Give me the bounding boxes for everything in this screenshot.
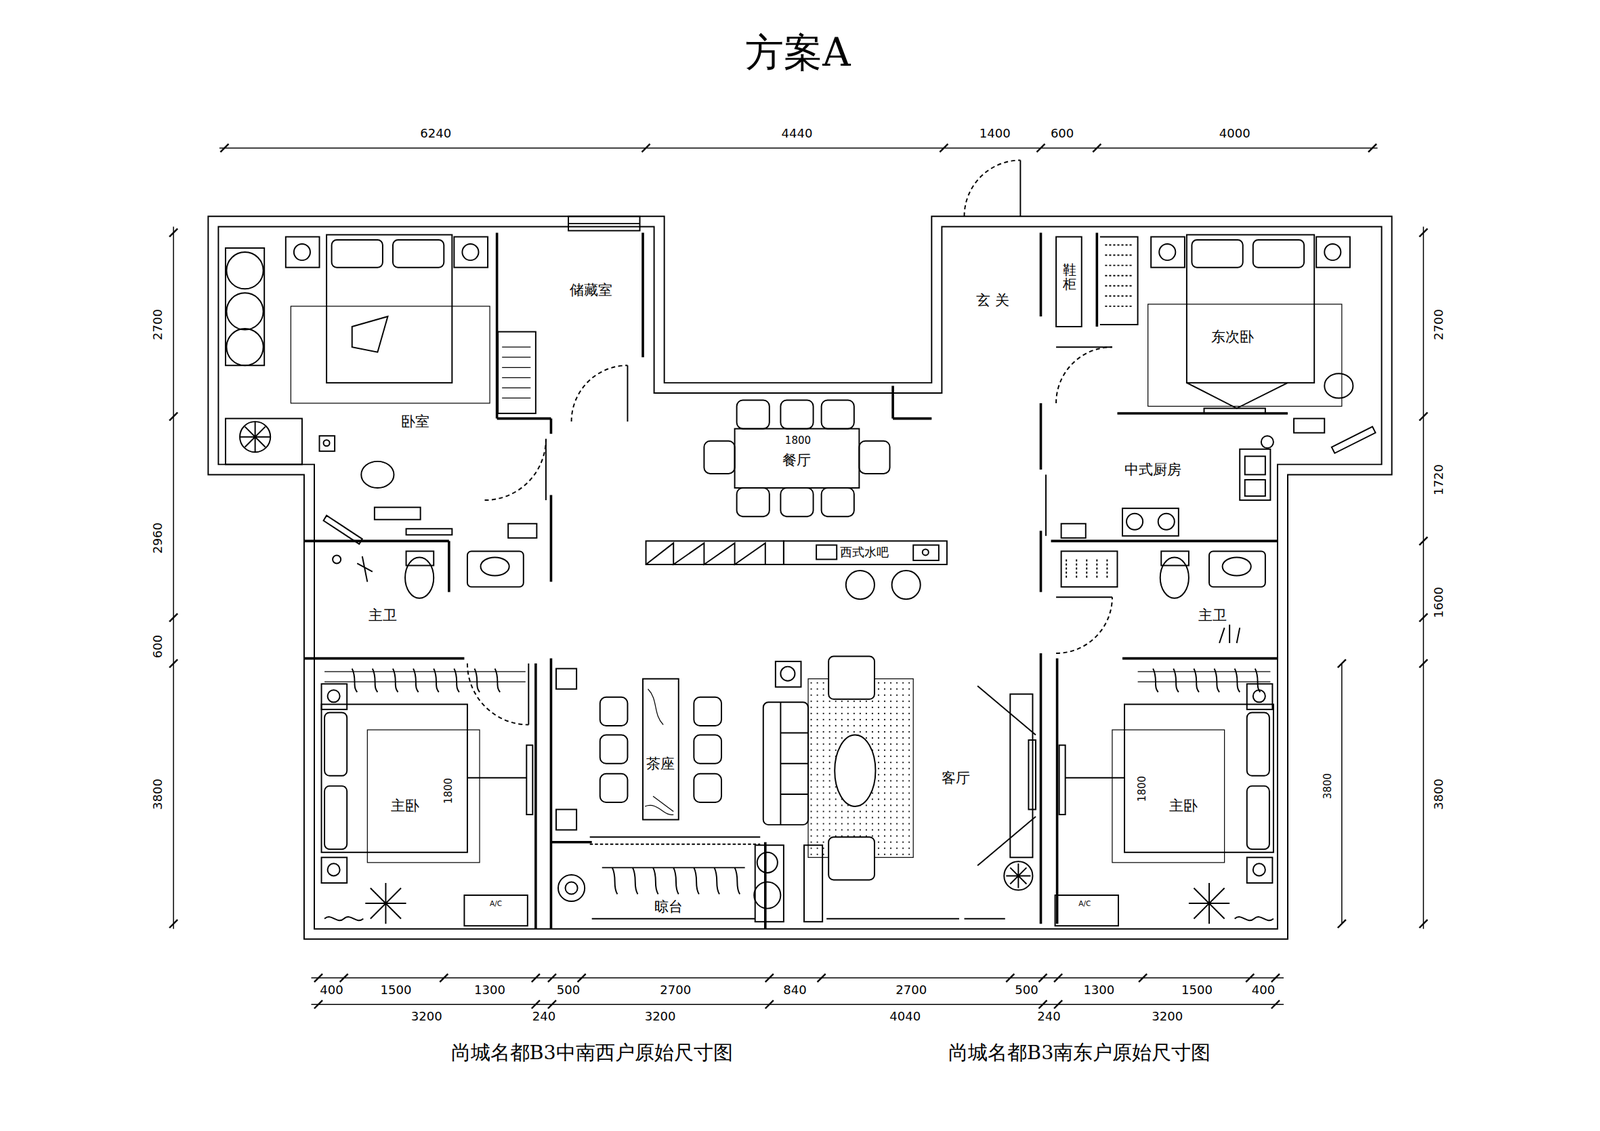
dimension-tick xyxy=(1368,143,1377,152)
dimension-tick xyxy=(1005,973,1015,982)
dimension-tick xyxy=(1271,973,1280,982)
caption-text: 尚城名都B3南东户原始尺寸图 xyxy=(946,1041,1212,1064)
dimension-tick xyxy=(314,973,323,982)
room-label: 卧室 xyxy=(399,413,431,430)
room-label: 主卫 xyxy=(367,606,399,624)
dimension-tick xyxy=(169,412,178,421)
dimension-label: 2700 xyxy=(658,982,693,998)
dimension-label: 4000 xyxy=(1217,126,1252,141)
dimension-tick xyxy=(1245,973,1254,982)
room-label: 主卧 xyxy=(1167,796,1199,813)
dimension-label: 3200 xyxy=(643,1009,678,1024)
room-label: 客厅 xyxy=(940,769,972,786)
dimension-label: 1500 xyxy=(1180,982,1214,998)
ac-label: A/C xyxy=(1077,898,1092,908)
dimension-tick xyxy=(169,659,178,668)
dimension-tick xyxy=(817,973,826,982)
dimension-label: 400 xyxy=(318,982,345,998)
dimension-tick xyxy=(765,999,774,1008)
dimension-label: 3800 xyxy=(1432,776,1447,811)
room-label: 主卫 xyxy=(1196,606,1229,624)
room-label: 茶座 xyxy=(644,755,677,772)
room-label: 中式厨房 xyxy=(1123,461,1183,478)
room-label: 主卧 xyxy=(389,796,421,813)
dimension-label: 4040 xyxy=(888,1009,922,1024)
dimension-label: 1300 xyxy=(472,982,507,998)
dimension-tick xyxy=(548,973,557,982)
caption-text: 尚城名都B3中南西户原始尺寸图 xyxy=(449,1041,735,1064)
dimension-tick xyxy=(939,143,948,152)
dimension-tick xyxy=(314,999,323,1008)
dimension-label: 4440 xyxy=(779,126,814,141)
dimension-label: 1500 xyxy=(378,982,413,998)
dimension-label: 840 xyxy=(781,982,808,998)
dimension-label: 600 xyxy=(1049,126,1076,141)
dimension-tick xyxy=(1036,143,1045,152)
dimension-tick xyxy=(1419,613,1428,622)
dimension-label: 2700 xyxy=(1432,307,1447,342)
room-label: 西式水吧 xyxy=(838,545,891,560)
dimension-label: 1300 xyxy=(1081,982,1116,998)
dimension-label: 240 xyxy=(1035,1009,1062,1024)
dimension-label: 2700 xyxy=(894,982,929,998)
dimension-tick xyxy=(1138,973,1147,982)
room-label: 餐厅 xyxy=(781,451,813,469)
dimension-label: 400 xyxy=(1250,982,1277,998)
dimension-label: 1400 xyxy=(978,126,1013,141)
dimension-label: 6240 xyxy=(418,126,453,141)
dimension-label: 1800 xyxy=(1136,774,1149,803)
dimension-tick xyxy=(169,228,178,237)
plan-title: 方案A xyxy=(745,27,851,80)
dimension-tick xyxy=(1054,999,1063,1008)
dimension-tick xyxy=(1419,536,1428,545)
dimension-label: 2960 xyxy=(151,520,166,555)
dimension-tick xyxy=(1419,919,1428,928)
dimension-tick xyxy=(1419,228,1428,237)
dimension-tick xyxy=(1038,973,1047,982)
room-label: 玄 关 xyxy=(974,291,1011,309)
dimension-label: 2700 xyxy=(151,307,166,342)
dimension-tick xyxy=(765,973,774,982)
dimension-label: 240 xyxy=(531,1009,557,1024)
dimension-label: 500 xyxy=(555,982,582,998)
dimension-tick xyxy=(169,919,178,928)
dimension-tick xyxy=(531,973,540,982)
dimension-tick xyxy=(548,999,557,1008)
dimension-tick xyxy=(1419,412,1428,421)
dimension-label: 1800 xyxy=(443,776,455,805)
dimension-tick xyxy=(340,973,349,982)
dimension-label: 3800 xyxy=(151,776,166,811)
room-label: 储藏室 xyxy=(568,281,614,299)
room-label: 东次卧 xyxy=(1209,328,1256,345)
room-label: 晾台 xyxy=(653,898,685,915)
dimension-label: 1800 xyxy=(783,434,813,447)
dimension-tick xyxy=(1337,659,1346,668)
dimension-tick xyxy=(169,613,178,622)
dimension-label: 3800 xyxy=(1322,771,1335,800)
dimension-tick xyxy=(1337,919,1346,928)
room-label: 鞋柜 xyxy=(1062,262,1077,293)
dimension-label: 1600 xyxy=(1432,585,1447,620)
dimension-tick xyxy=(1038,999,1047,1008)
dimension-label: 600 xyxy=(151,632,166,659)
dimension-tick xyxy=(577,973,586,982)
dimension-label: 1720 xyxy=(1432,462,1447,497)
dimension-tick xyxy=(1054,973,1063,982)
ac-label: A/C xyxy=(488,898,504,908)
dimension-tick xyxy=(1419,659,1428,668)
dimension-tick xyxy=(1271,999,1280,1008)
dimension-tick xyxy=(642,143,651,152)
dimension-tick xyxy=(1092,143,1101,152)
dimension-tick xyxy=(220,143,229,152)
dimension-label: 3200 xyxy=(409,1009,444,1024)
dimension-label: 3200 xyxy=(1150,1009,1185,1024)
dimension-tick xyxy=(531,999,540,1008)
dimension-tick xyxy=(439,973,448,982)
dimension-label: 500 xyxy=(1013,982,1040,998)
